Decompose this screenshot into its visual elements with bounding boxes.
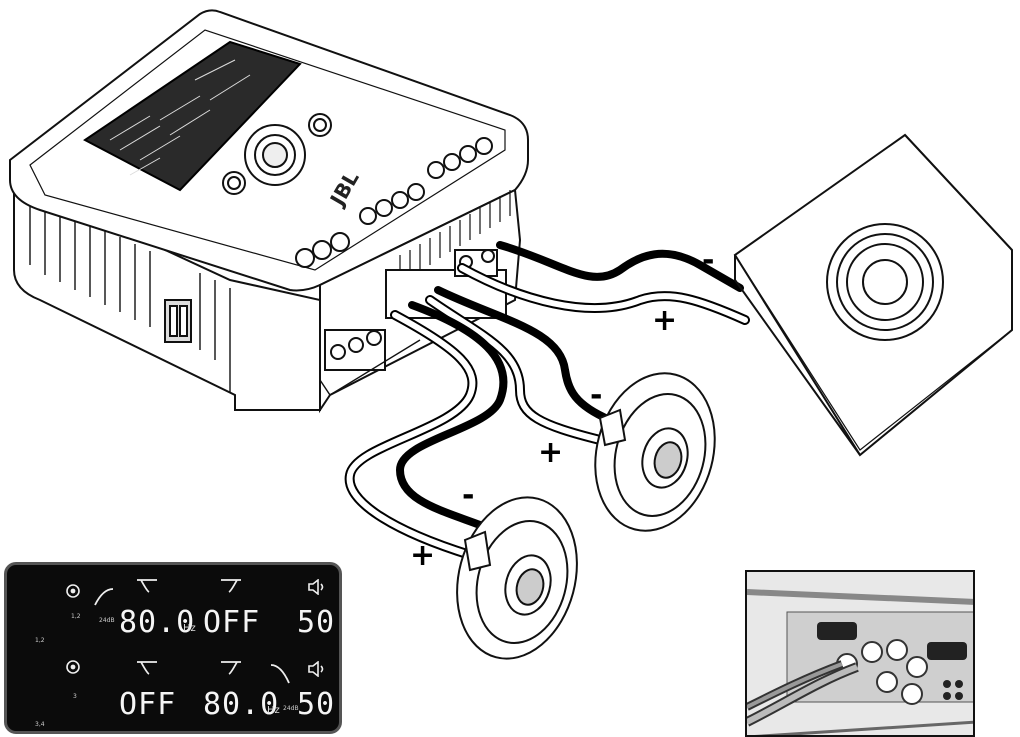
high-pass-icon bbox=[137, 579, 157, 593]
wire-front-positive bbox=[427, 297, 603, 443]
front-speaker bbox=[594, 372, 716, 532]
amp-lcd-window bbox=[83, 40, 302, 192]
lcd-side-label: 3,4 bbox=[35, 721, 45, 728]
slope-curve-icon bbox=[270, 664, 290, 684]
top-controls bbox=[222, 113, 332, 195]
lcd-lp-value: OFF bbox=[203, 605, 261, 640]
subwoofer-driver bbox=[826, 223, 944, 341]
lcd-channel-label: 3 bbox=[73, 693, 77, 700]
rear-speaker bbox=[456, 496, 578, 660]
lcd-gain-value: 50 bbox=[297, 605, 336, 640]
lcd-side-label: 1,2 bbox=[35, 637, 45, 644]
lcd-lp-value: 80.0 bbox=[203, 687, 280, 722]
lcd-display-panel: 1,2 1,2 24dB 80.0 Hz OFF 50 3 3,4 OFF bbox=[4, 562, 342, 734]
slope-curve-icon bbox=[94, 588, 114, 606]
high-pass-icon bbox=[137, 661, 157, 675]
lcd-hp-value: OFF bbox=[119, 687, 177, 722]
wire-front-negative bbox=[434, 286, 614, 424]
amp-cooling-fins bbox=[29, 195, 231, 392]
volume-speaker-icon bbox=[308, 579, 324, 595]
lcd-hp-unit: Hz bbox=[183, 623, 196, 634]
sub-negative-label: - bbox=[702, 243, 714, 278]
lcd-hp-value: 80.0 bbox=[119, 605, 196, 640]
lcd-channel-label: 1,2 bbox=[71, 613, 81, 620]
lcd-slope-label: 24dB bbox=[99, 617, 115, 624]
speaker-channel-icon bbox=[66, 660, 80, 674]
subwoofer-enclosure bbox=[733, 133, 1013, 457]
speaker-channel-icon bbox=[66, 584, 80, 598]
lcd-gain-value: 50 bbox=[297, 687, 336, 722]
lcd-row-front: 1,2 1,2 24dB 80.0 Hz OFF 50 bbox=[7, 571, 339, 651]
wire-sub-positive bbox=[459, 265, 748, 323]
volume-speaker-icon bbox=[308, 661, 324, 677]
rear-positive-label: + bbox=[410, 538, 435, 573]
terminal-closeup-drawing bbox=[747, 572, 973, 735]
lcd-lp-unit: Hz bbox=[267, 705, 280, 716]
low-pass-icon bbox=[221, 579, 241, 593]
sub-positive-label: + bbox=[652, 303, 677, 338]
front-positive-label: + bbox=[538, 435, 563, 470]
low-pass-icon bbox=[221, 661, 241, 675]
front-negative-label: - bbox=[590, 378, 602, 413]
rear-negative-label: - bbox=[462, 478, 474, 513]
top-buttons bbox=[295, 137, 493, 268]
terminal-closeup-inset bbox=[745, 570, 975, 737]
wire-sub-negative bbox=[496, 241, 744, 292]
amp-right-fins bbox=[399, 190, 511, 280]
lcd-slope-label: 24dB bbox=[283, 705, 299, 712]
speaker-wires bbox=[344, 241, 750, 560]
wire-rear-negative bbox=[396, 301, 508, 529]
lcd-row-sub: 3 3,4 OFF 80.0 Hz 24dB 50 bbox=[7, 653, 339, 731]
wire-rear-positive bbox=[346, 312, 476, 558]
rca-inputs bbox=[324, 329, 386, 371]
